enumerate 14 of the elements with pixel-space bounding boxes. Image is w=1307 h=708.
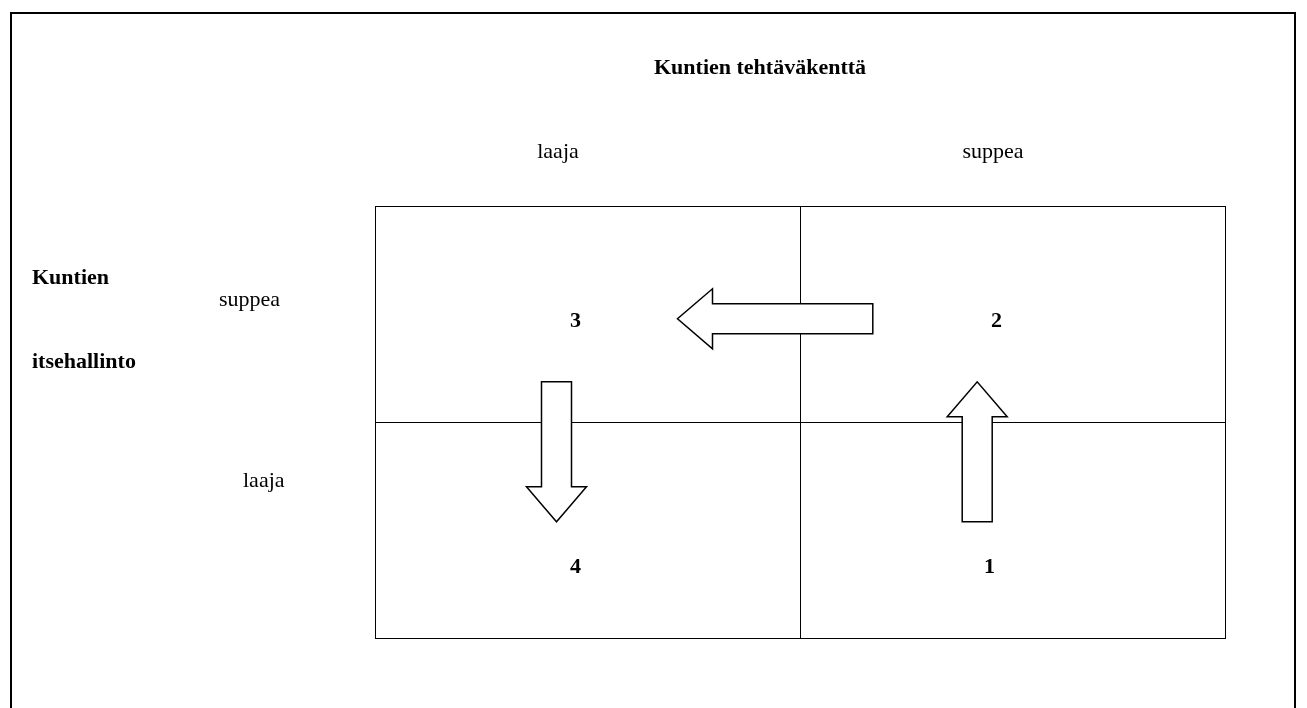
quadrant-number: 3 xyxy=(570,307,581,333)
column-header: laaja xyxy=(537,138,579,164)
block-arrow xyxy=(676,287,874,351)
quadrant-cell xyxy=(800,422,1226,639)
quadrant-number: 1 xyxy=(984,553,995,579)
quadrant-number: 2 xyxy=(991,307,1002,333)
column-header: suppea xyxy=(962,138,1024,164)
row-header: laaja xyxy=(243,467,285,493)
quadrant-number: 4 xyxy=(570,553,581,579)
row-axis-title: Kuntien itsehallinto xyxy=(32,263,137,375)
block-arrow xyxy=(945,380,1009,523)
row-header: suppea xyxy=(219,286,281,312)
block-arrow xyxy=(524,381,589,523)
title: Kuntien tehtäväkenttä xyxy=(653,54,867,80)
